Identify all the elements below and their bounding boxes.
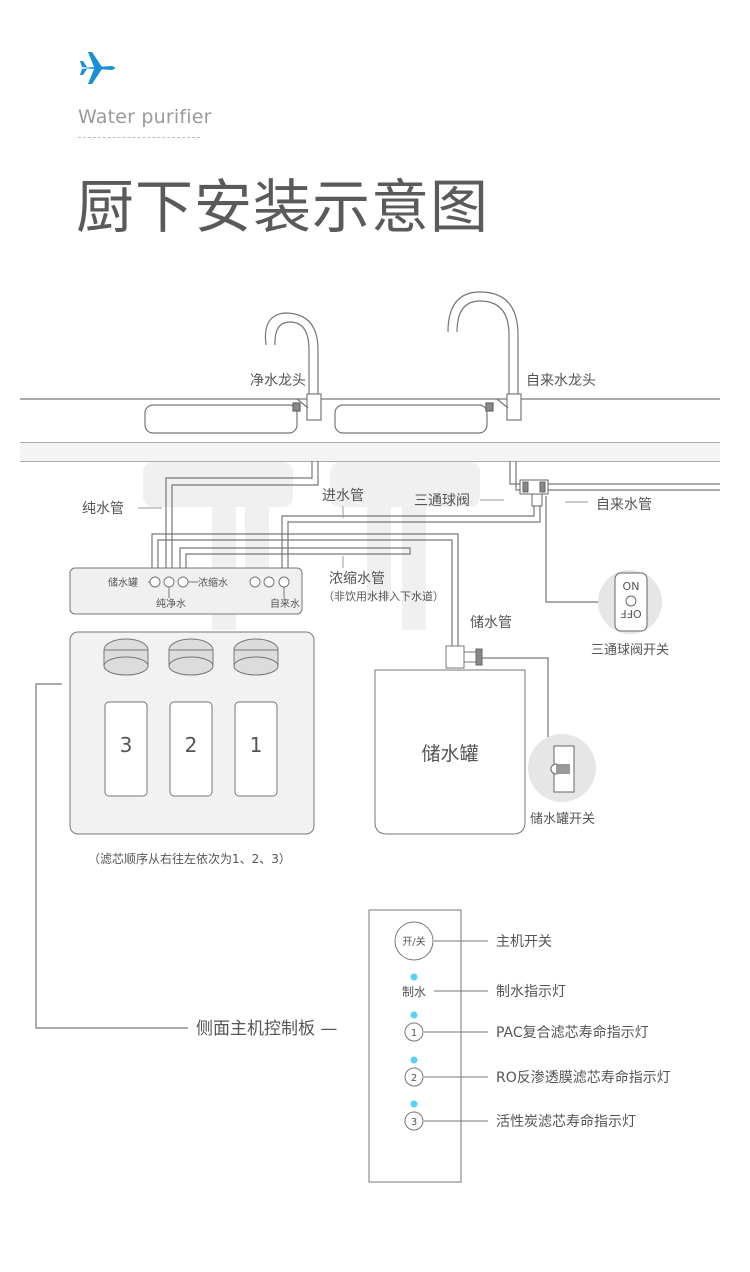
label-pure-faucet: 净水龙头 — [250, 373, 306, 389]
carbon-indicator-dot — [410, 1100, 418, 1108]
legend-carbon-filter: 活性炭滤芯寿命指示灯 — [496, 1113, 636, 1130]
filter-unit: 3 2 1 — [69, 631, 315, 835]
legend-power-switch: 主机开关 — [496, 934, 552, 950]
pure-water-faucet — [264, 312, 322, 421]
panel-legend: 主机开关 制水指示灯 PAC复合滤芯寿命指示灯 RO反渗透膜滤芯寿命指示灯 活性… — [496, 934, 671, 1130]
valve-switch-badge: ON OFF — [598, 570, 662, 634]
port-pure-label: 纯净水 — [156, 597, 186, 610]
storage-tank: 储水罐 — [374, 645, 526, 835]
label-leaders — [138, 499, 588, 568]
indicator-1-label: 1 — [411, 1028, 417, 1039]
ro-indicator-dot — [410, 1056, 418, 1064]
ghost-sinks — [143, 462, 480, 630]
filter-slot-3 — [104, 701, 148, 797]
indicator-2-label: 2 — [411, 1073, 417, 1084]
make-water-label: 制水 — [402, 985, 426, 999]
power-button-label: 开/关 — [402, 935, 425, 948]
label-inlet-pipe: 进水管 — [322, 488, 364, 504]
pac-indicator-dot — [410, 1011, 418, 1019]
filter-number-3: 3 — [120, 733, 133, 757]
port-tank-label: 储水罐 — [108, 576, 138, 589]
tank-switch-badge — [528, 734, 596, 802]
tap-water-faucet — [447, 291, 522, 421]
side-panel-leader — [35, 683, 188, 1029]
countertop — [20, 398, 720, 462]
panel-legend-leaders — [424, 940, 488, 1122]
side-panel-label: 侧面主机控制板 — — [196, 1019, 337, 1039]
pipes — [151, 461, 720, 740]
component-labels: 净水龙头 自来水龙头 纯水管 进水管 三通球阀 自来水管 浓缩水管 储水管 三通… — [82, 373, 669, 827]
filter-order-note: （滤芯顺序从右往左依次为1、2、3） — [88, 851, 291, 866]
label-storage-pipe: 储水管 — [470, 615, 512, 631]
airplane-icon — [79, 52, 115, 84]
subtitle-divider — [78, 137, 200, 138]
valve-off-label: OFF — [620, 607, 641, 620]
three-way-valve — [519, 479, 549, 507]
legend-pac-filter: PAC复合滤芯寿命指示灯 — [496, 1024, 649, 1041]
filter-slot-2 — [169, 701, 213, 797]
legend-ro-filter: RO反渗透膜滤芯寿命指示灯 — [496, 1069, 671, 1086]
label-three-way-valve: 三通球阀 — [414, 493, 470, 509]
control-panel: 开/关 制水 1 2 3 — [368, 909, 462, 1183]
port-concentrate-label: 浓缩水 — [198, 576, 228, 589]
label-pure-pipe: 纯水管 — [82, 501, 124, 517]
legend-make-water: 制水指示灯 — [496, 984, 566, 1000]
make-water-indicator — [410, 973, 418, 981]
indicator-3-label: 3 — [411, 1117, 417, 1128]
subtitle: Water purifier — [78, 106, 212, 128]
main-unit-head: 储水罐 浓缩水 纯净水 自来水 — [69, 567, 303, 615]
power-button[interactable] — [394, 921, 434, 961]
filter-number-1: 1 — [250, 733, 263, 757]
concentrate-note: （非饮用水排入下水道） — [323, 589, 444, 603]
label-valve-switch: 三通球阀开关 — [591, 643, 669, 658]
valve-on-label: ON — [623, 580, 640, 593]
label-tank-switch: 储水罐开关 — [530, 812, 595, 827]
tank-label: 储水罐 — [421, 743, 478, 765]
label-concentrate-pipe: 浓缩水管 — [329, 571, 385, 587]
label-tap-faucet: 自来水龙头 — [526, 373, 596, 389]
page-title: 厨下安装示意图 — [76, 173, 490, 241]
label-tap-pipe: 自来水管 — [596, 497, 652, 513]
port-tap-label: 自来水 — [270, 597, 300, 610]
filter-slot-1 — [234, 701, 278, 797]
filter-number-2: 2 — [185, 733, 198, 757]
